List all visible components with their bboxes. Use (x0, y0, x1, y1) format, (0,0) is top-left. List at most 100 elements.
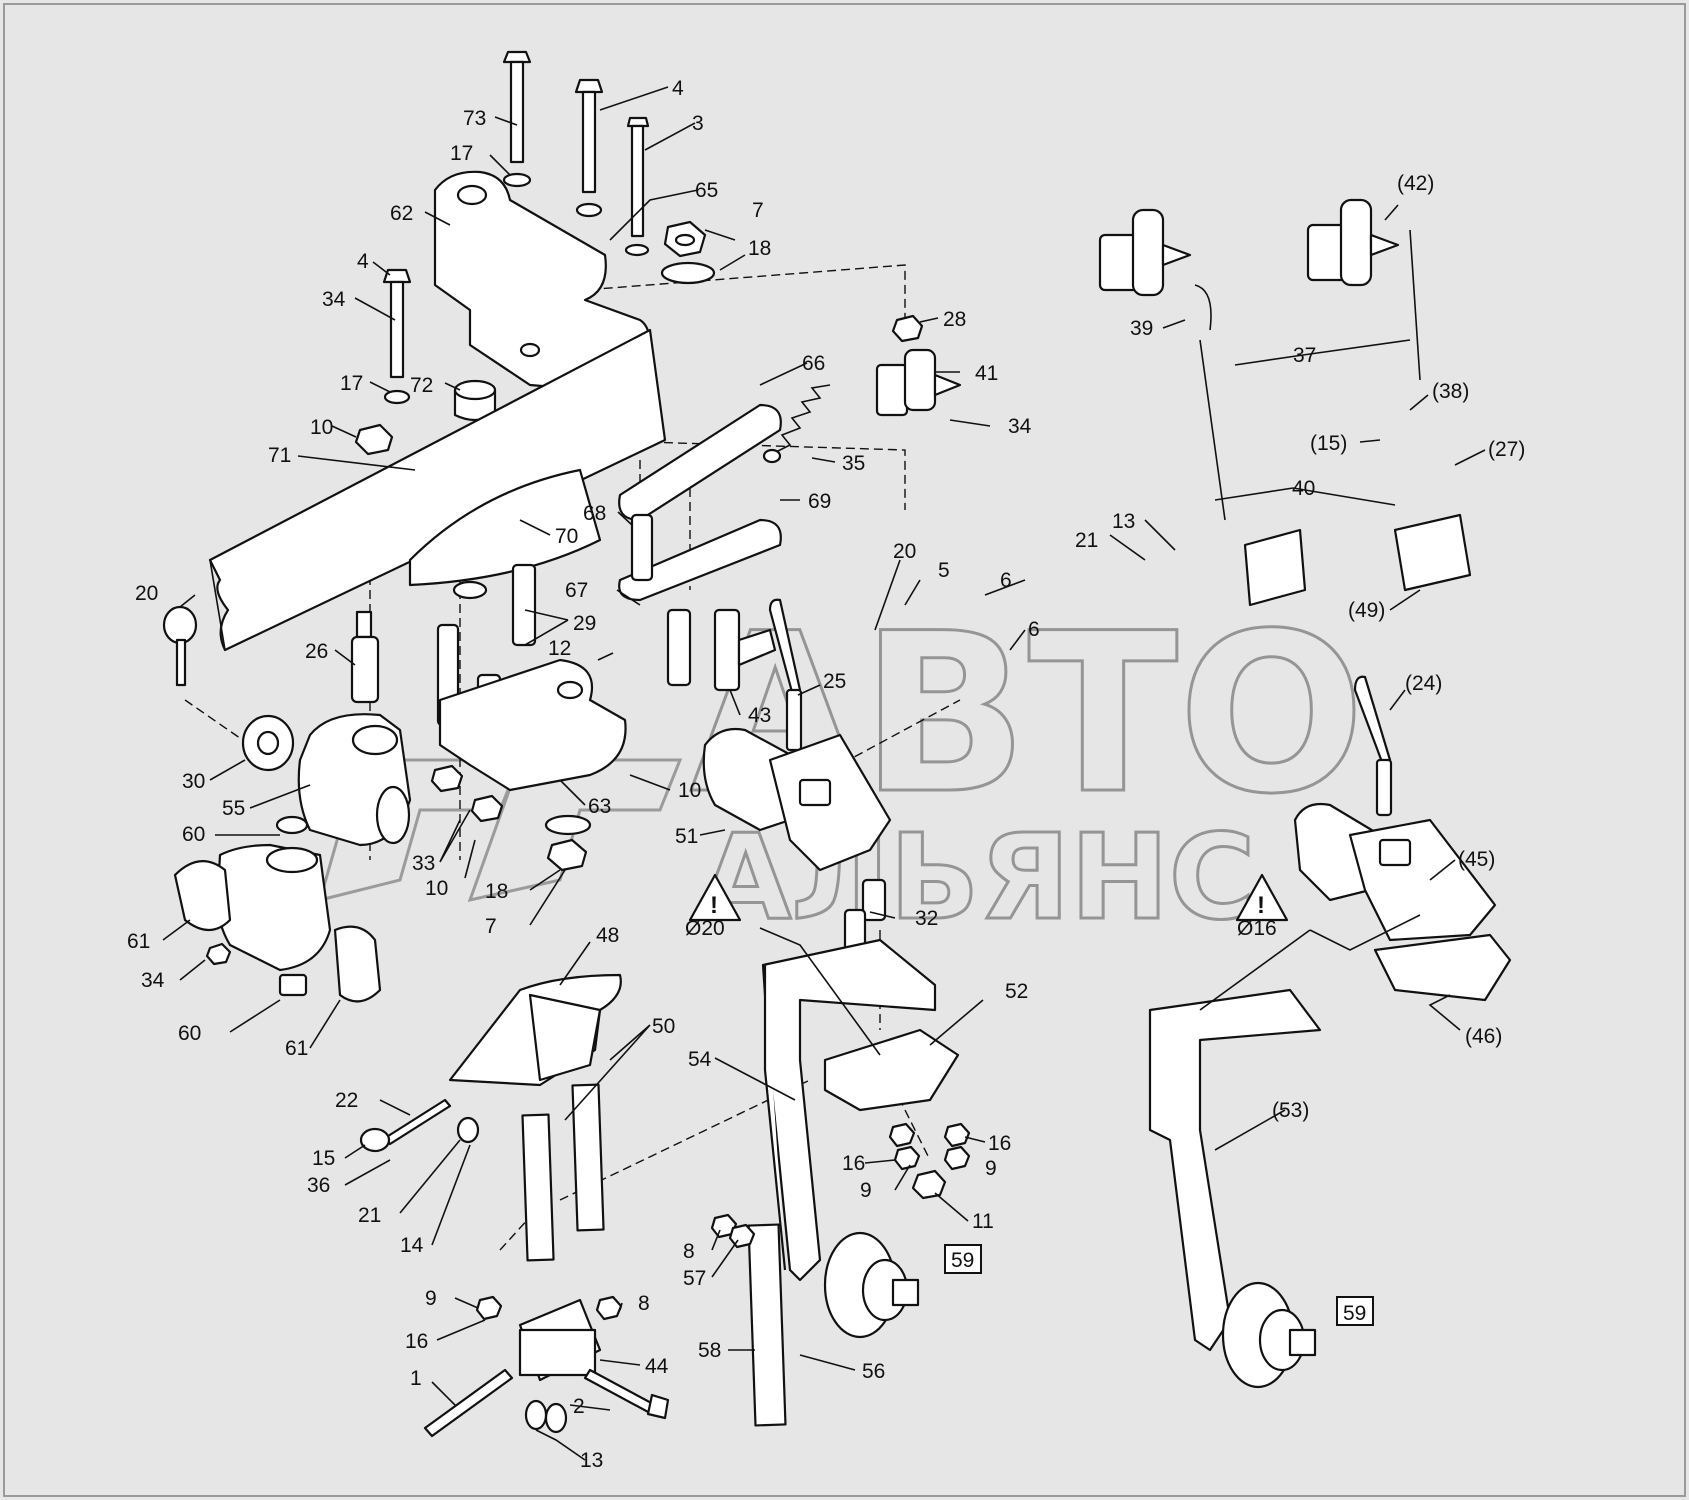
callout-26: 26 (305, 640, 328, 663)
callout-42: (42) (1397, 172, 1434, 195)
callout-21: 21 (358, 1204, 381, 1227)
callout-21: 21 (1075, 529, 1098, 552)
diameter-label-16: Ø16 (1237, 917, 1277, 940)
svg-text:!: ! (710, 892, 718, 919)
ring-pin-20-left (162, 605, 198, 687)
turntable-70 (408, 468, 602, 587)
callout-60: 60 (178, 1022, 201, 1045)
warning-sign-right: ! (1235, 873, 1289, 922)
bracket-48 (448, 973, 622, 1087)
swivel-housing-55 (241, 713, 412, 847)
callout-37: 37 (1293, 344, 1316, 367)
callout-50: 50 (652, 1015, 675, 1038)
bolts-1-2 (423, 1368, 670, 1438)
bushing-68 (630, 513, 654, 582)
main-beam-71 (208, 328, 667, 652)
warning-sign-left: ! (688, 873, 742, 922)
callout-33: 33 (412, 852, 435, 875)
callout-69: 69 (808, 490, 831, 513)
nut-10-low (430, 764, 504, 823)
washer-18-low (544, 814, 592, 872)
link-plate-69-top (618, 403, 782, 522)
hitch-45 (1293, 802, 1497, 942)
callout-45: (45) (1458, 848, 1495, 871)
callout-54: 54 (688, 1048, 712, 1071)
shim-32 (843, 878, 887, 952)
callout-8: 8 (638, 1292, 650, 1315)
callout-15: (15) (1310, 432, 1347, 455)
callout-56: 56 (862, 1360, 885, 1383)
callout-51: 51 (675, 825, 698, 848)
callout-72: 72 (410, 374, 433, 397)
callout-9: 9 (985, 1157, 997, 1180)
bolt-4-top (574, 78, 604, 218)
callout-4: 4 (357, 250, 369, 273)
callout-22: 22 (335, 1089, 358, 1112)
hub-59-right (1221, 1281, 1374, 1389)
safety-chain-right (1306, 198, 1472, 592)
callout-8: 8 (683, 1240, 695, 1263)
link-plate-69-bottom (618, 518, 782, 602)
pin-29a (511, 563, 537, 647)
callout-2: 2 (573, 1395, 585, 1418)
strap-58 (747, 1223, 787, 1427)
callout-16: 16 (842, 1152, 865, 1175)
linch-pin-24 (1353, 675, 1393, 817)
spring-35 (762, 384, 831, 464)
callout-34: 34 (322, 288, 346, 311)
callout-27: (27) (1488, 438, 1525, 461)
adjust-plates-50 (521, 1083, 605, 1262)
callout-35: 35 (842, 452, 865, 475)
callout-49: (49) (1348, 599, 1385, 622)
frame-assembly (162, 50, 716, 872)
hub-59-left (823, 1231, 982, 1339)
bushing-60-top (275, 815, 309, 835)
callout-57: 57 (683, 1267, 706, 1290)
callout-39: 39 (1130, 317, 1153, 340)
callout-5: 5 (938, 559, 950, 582)
callout-61: 61 (127, 930, 150, 953)
housing-lower (173, 815, 382, 1003)
callout-52: 52 (1005, 980, 1028, 1003)
callout-60: 60 (182, 823, 205, 846)
callout-12: 12 (548, 637, 571, 660)
svg-text:!: ! (1257, 892, 1265, 919)
callout-59: 59 (1343, 1302, 1366, 1325)
pin-22-set (359, 1098, 480, 1153)
callout-10: 10 (310, 416, 333, 439)
washers-13 (524, 1399, 548, 1431)
callout-9: 9 (860, 1179, 872, 1202)
callout-44: 44 (645, 1355, 669, 1378)
callout-40: 40 (1292, 477, 1315, 500)
callout-67: 67 (565, 579, 588, 602)
callout-10: 10 (425, 877, 448, 900)
clamp-44 (518, 1298, 602, 1382)
linch-pin-25 (768, 598, 803, 752)
link-assembly (618, 384, 831, 752)
callout-55: 55 (222, 797, 245, 820)
callout-16: 16 (988, 1132, 1011, 1155)
sleeve-61-right (333, 925, 382, 1003)
callout-9: 9 (425, 1287, 437, 1310)
callout-65: 65 (695, 179, 718, 202)
ball-hitch-51 (702, 727, 892, 872)
leader-lines (162, 86, 1486, 1461)
sleeve-61-left (173, 860, 232, 932)
callout-53: (53) (1272, 1099, 1309, 1122)
callout-16: 16 (405, 1330, 428, 1353)
small-nuts (475, 1122, 971, 1321)
stud-26 (350, 610, 380, 704)
callout-24: (24) (1405, 672, 1442, 695)
callout-13: 13 (1112, 510, 1135, 533)
callout-61: 61 (285, 1037, 308, 1060)
callout-20: 20 (135, 582, 158, 605)
callout-29: 29 (573, 612, 596, 635)
lower-plate-63 (438, 658, 627, 792)
mount-plate-52 (823, 1028, 960, 1112)
callout-6: 6 (1028, 618, 1040, 641)
nut-10-left (354, 423, 394, 456)
callout-66: 66 (802, 352, 825, 375)
callout-7: 7 (485, 915, 497, 938)
bushing-60-bottom (278, 973, 308, 997)
